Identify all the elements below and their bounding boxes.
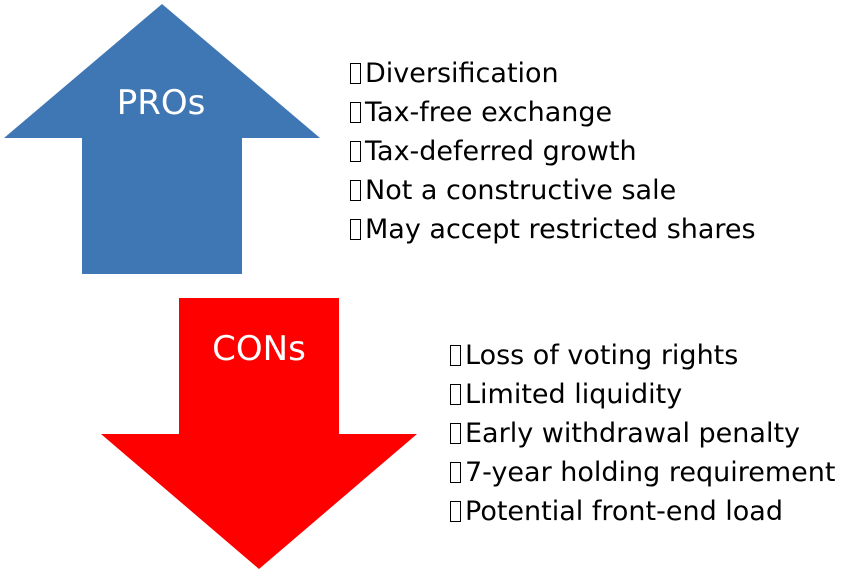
list-item: Early withdrawal penalty <box>450 414 835 453</box>
cons-label: CONs <box>212 329 306 369</box>
bullet-box-icon <box>450 462 461 483</box>
cons-item-text: Loss of voting rights <box>465 340 739 371</box>
bullet-box-icon <box>450 345 461 366</box>
bullet-box-icon <box>350 102 361 123</box>
list-item: Potential front-end load <box>450 492 835 531</box>
list-item: Limited liquidity <box>450 375 835 414</box>
list-item: Tax-deferred growth <box>350 132 756 171</box>
cons-list: Loss of voting rights Limited liquidity … <box>450 336 835 531</box>
cons-item-text: 7-year holding requirement <box>465 457 836 488</box>
list-item: Loss of voting rights <box>450 336 835 375</box>
bullet-box-icon <box>350 141 361 162</box>
bullet-box-icon <box>350 180 361 201</box>
bullet-box-icon <box>450 501 461 522</box>
pros-item-text: Not a constructive sale <box>365 175 677 206</box>
pros-list: Diversification Tax-free exchange Tax-de… <box>350 54 756 249</box>
pros-up-arrow <box>4 4 320 274</box>
bullet-box-icon <box>350 63 361 84</box>
list-item: Diversification <box>350 54 756 93</box>
pros-item-text: May accept restricted shares <box>365 214 756 245</box>
bullet-box-icon <box>350 219 361 240</box>
list-item: 7-year holding requirement <box>450 453 835 492</box>
list-item: May accept restricted shares <box>350 210 756 249</box>
cons-item-text: Limited liquidity <box>465 379 683 410</box>
bullet-box-icon <box>450 384 461 405</box>
list-item: Not a constructive sale <box>350 171 756 210</box>
bullet-box-icon <box>450 423 461 444</box>
list-item: Tax-free exchange <box>350 93 756 132</box>
pros-label: PROs <box>116 83 206 123</box>
pros-item-text: Tax-deferred growth <box>365 136 637 167</box>
cons-item-text: Potential front-end load <box>465 496 783 527</box>
cons-down-arrow <box>101 298 417 569</box>
pros-item-text: Diversification <box>365 58 559 89</box>
cons-item-text: Early withdrawal penalty <box>465 418 801 449</box>
pros-item-text: Tax-free exchange <box>365 97 613 128</box>
